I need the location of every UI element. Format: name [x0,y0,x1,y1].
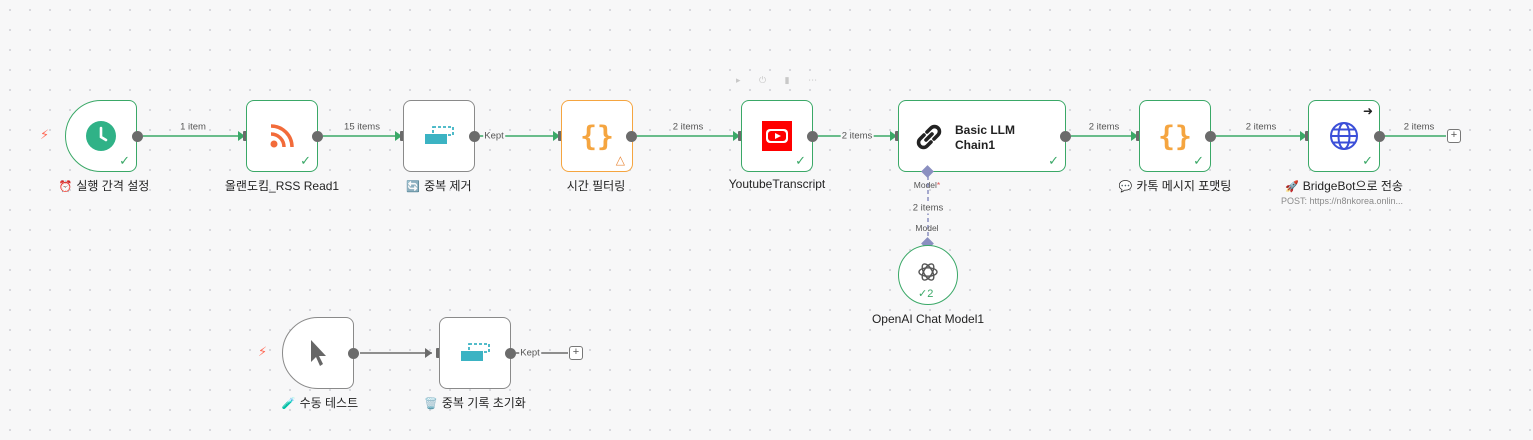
code-braces-icon: {} [1158,119,1192,153]
node-basic-llm-chain[interactable]: Basic LLM Chain1 ✓ [898,100,1066,172]
output-port[interactable] [312,131,323,142]
connection-label: 2 items [1402,121,1436,133]
repeat-emoji-icon: 🔄 [406,181,421,193]
connection-label: Kept [483,130,505,142]
alarm-emoji-icon: ⏰ [58,181,73,193]
node-manual-trigger[interactable] [282,317,354,389]
node-subtitle-bridge: POST: https://n8nkorea.onlin... [1280,196,1404,206]
node-label-youtube: YoutubeTranscript [728,177,826,191]
success-check-icon: ✓ [1193,153,1204,168]
dedup-icon [459,342,491,364]
output-port[interactable] [505,348,516,359]
clock-icon [85,120,117,152]
chain-link-icon [913,121,945,158]
youtube-icon [762,121,792,151]
node-label-kakao: 💬카톡 메시지 포맷팅 [1118,179,1232,193]
node-toolbar[interactable]: ▸ ⏻ ▮ ⋯ [736,75,826,85]
node-label-filter: 시간 필터링 [566,179,626,193]
node-label-manual: 🧪수동 테스트 [281,396,359,410]
node-rss-read[interactable]: ✓ [246,100,318,172]
connection-label: 15 items [343,121,381,133]
speech-bubble-emoji-icon: 💬 [1118,181,1133,193]
code-braces-icon: {} [580,119,614,153]
output-port[interactable] [348,348,359,359]
node-label-schedule: ⏰실행 간격 설정 [58,179,150,193]
node-openai-chat-model[interactable]: ✓2 [898,245,958,305]
output-port[interactable] [1060,131,1071,142]
success-check-icon: ✓ [300,153,311,168]
node-label-bridge: 🚀BridgeBot으로 전송 [1285,179,1403,193]
trigger-bolt-icon: ⚡ [40,127,50,142]
connection-label: Kept [519,347,541,359]
connection-label: 2 items [840,130,874,142]
globe-icon [1329,121,1359,151]
output-port[interactable] [132,131,143,142]
node-remove-duplicates[interactable] [403,100,475,172]
node-kakao-format[interactable]: {} ✓ [1139,100,1211,172]
output-port[interactable] [469,131,480,142]
node-label-dedup: 🔄중복 제거 [406,179,472,193]
connection-label: 2 items [671,121,705,133]
success-check-icon: ✓ [1048,153,1059,168]
node-reset-dedup[interactable] [439,317,511,389]
success-check-icon: ✓ [795,153,806,168]
node-label-rss: 올랜도킴_RSS Read1 [224,179,340,193]
node-schedule-trigger[interactable]: ✓ [65,100,137,172]
test-tube-emoji-icon: 🧪 [281,398,296,410]
node-time-filter[interactable]: {} △ [561,100,633,172]
node-label-openai: OpenAI Chat Model1 [871,312,985,326]
add-node-button[interactable]: + [1447,129,1461,143]
output-port[interactable] [807,131,818,142]
wastebasket-emoji-icon: 🗑️ [424,398,438,410]
connection-label: 2 items [1244,121,1278,133]
node-label-reset: 🗑️중복 기록 초기화 [424,396,526,410]
node-bridgebot-http[interactable]: ➜ ✓ [1308,100,1380,172]
llm-node-title: Basic LLM Chain1 [955,123,1016,152]
rss-icon [267,121,297,151]
connection-label: 2 items [911,202,945,214]
arrow-right-icon: ➜ [1362,104,1373,118]
output-port[interactable] [1205,131,1216,142]
connection-label: 1 item [179,121,207,133]
dedup-icon [423,125,455,147]
node-youtube-transcript[interactable]: ✓ [741,100,813,172]
success-check-icon: ✓ [1362,153,1373,168]
cursor-icon [306,338,330,368]
connection-label: 2 items [1087,121,1121,133]
rocket-emoji-icon: 🚀 [1285,181,1299,193]
run-count-badge: ✓2 [918,288,934,300]
output-port[interactable] [1374,131,1385,142]
trigger-bolt-icon: ⚡ [258,344,268,359]
success-check-icon: ✓ [119,153,130,168]
output-port[interactable] [626,131,637,142]
openai-port-label: Model [915,223,939,233]
openai-icon [916,260,940,284]
add-node-button[interactable]: + [569,346,583,360]
warning-icon: △ [615,153,625,167]
model-port-label: Model* [913,180,941,190]
